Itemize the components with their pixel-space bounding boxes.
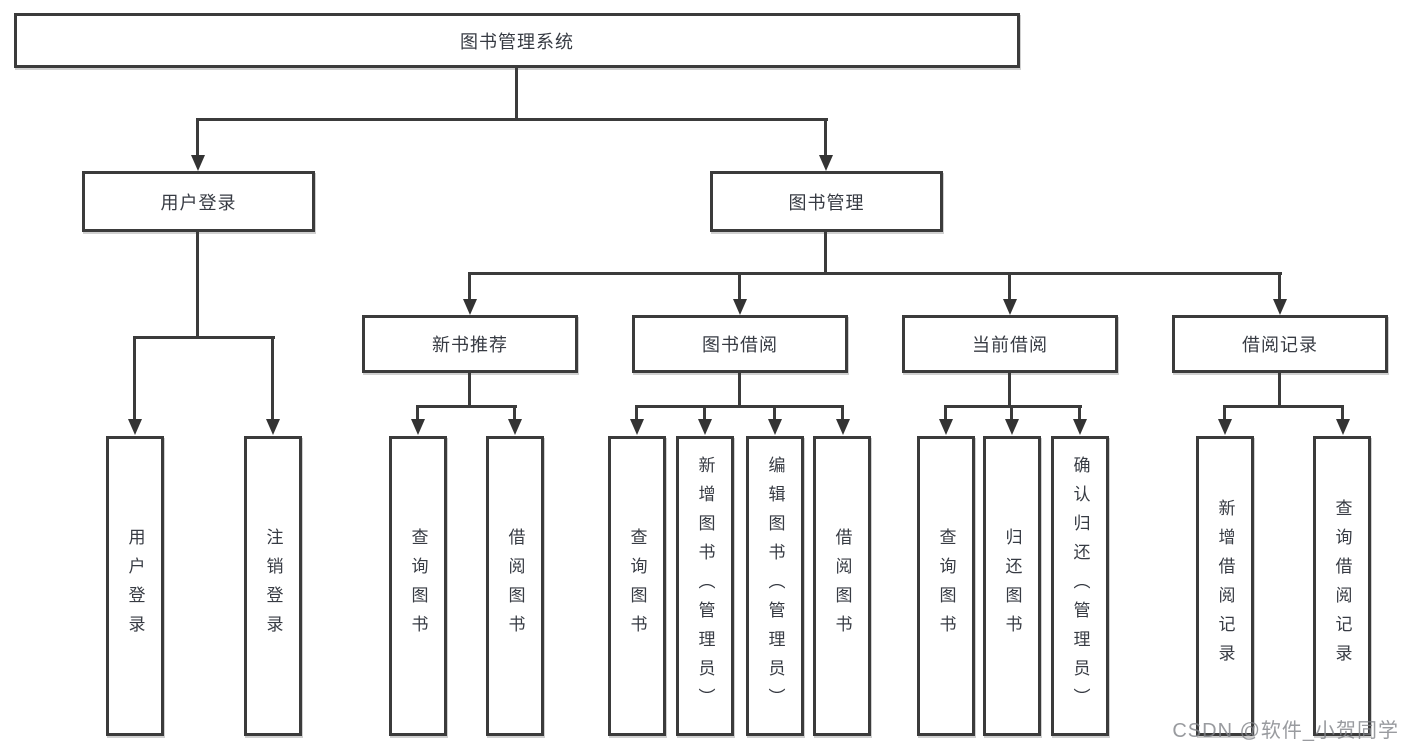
leaf-user-login: 用户登录	[106, 436, 164, 736]
leaf-query-books-current: 查询图书	[917, 436, 975, 736]
leaf-label: 新增图书（管理员）	[695, 455, 715, 717]
leaf-label: 查询图书	[936, 528, 956, 644]
connector-section-stem	[1278, 272, 1281, 301]
connector-root-stem	[515, 68, 518, 120]
connector-rail	[1223, 405, 1344, 408]
node-label: 图书管理系统	[460, 31, 574, 52]
leaf-label: 借阅图书	[505, 528, 525, 644]
leaf-borrow-books: 借阅图书	[813, 436, 871, 736]
connector-section-stem	[738, 272, 741, 301]
node-borrowing-records: 借阅记录	[1172, 315, 1388, 373]
connector-user-login-rail	[133, 336, 275, 339]
connector-book-mgmt-rail	[468, 272, 1282, 275]
node-label: 借阅记录	[1242, 335, 1318, 355]
connector-leaf-stem	[1078, 405, 1081, 421]
connector-leaf-stem	[944, 405, 947, 421]
connector-root-rail	[196, 118, 828, 121]
leaf-label: 新增借阅记录	[1215, 499, 1235, 673]
connector-leaf-stem	[513, 405, 516, 421]
connector-leaf-stem	[1223, 405, 1226, 421]
connector-user-login-down	[196, 232, 199, 339]
leaf-query-borrow-record: 查询借阅记录	[1313, 436, 1371, 736]
leaf-label: 注销登录	[263, 528, 283, 644]
connector-leaf-stem	[841, 405, 844, 421]
connector-rail	[416, 405, 517, 408]
arrow-down-icon	[1073, 419, 1087, 435]
leaf-borrow-books-recommend: 借阅图书	[486, 436, 544, 736]
csdn-watermark: CSDN @软件_小贺同学	[1172, 720, 1399, 742]
connector-down	[738, 373, 741, 408]
leaf-query-books-recommend: 查询图书	[389, 436, 447, 736]
arrow-down-icon	[411, 419, 425, 435]
connector-leaf-stem	[703, 405, 706, 421]
connector-down	[1008, 373, 1011, 408]
connector-rail	[944, 405, 1082, 408]
connector-down	[468, 373, 471, 408]
node-label: 当前借阅	[972, 335, 1048, 355]
leaf-label: 用户登录	[125, 528, 145, 644]
arrow-down-icon	[463, 299, 477, 315]
arrow-down-icon	[266, 419, 280, 435]
connector-leaf-stem	[1341, 405, 1344, 421]
leaf-add-books-admin: 新增图书（管理员）	[676, 436, 734, 736]
leaf-logout: 注销登录	[244, 436, 302, 736]
connector-user-login-stem	[196, 118, 199, 157]
node-library-management-system: 图书管理系统	[14, 13, 1020, 68]
arrow-down-icon	[836, 419, 850, 435]
arrow-down-icon	[128, 419, 142, 435]
connector-leaf-stem	[635, 405, 638, 421]
arrow-down-icon	[191, 155, 205, 171]
arrow-down-icon	[1005, 419, 1019, 435]
leaf-label: 归还图书	[1002, 528, 1022, 644]
leaf-label: 查询借阅记录	[1332, 499, 1352, 673]
leaf-label: 查询图书	[408, 528, 428, 644]
connector-rail	[635, 405, 844, 408]
leaf-query-books-borrowing: 查询图书	[608, 436, 666, 736]
connector-leaf-stem	[271, 336, 274, 421]
connector-leaf-stem	[133, 336, 136, 421]
node-new-book-recommend: 新书推荐	[362, 315, 578, 373]
connector-down	[1278, 373, 1281, 408]
arrow-down-icon	[939, 419, 953, 435]
node-label: 新书推荐	[432, 335, 508, 355]
connector-leaf-stem	[1010, 405, 1013, 421]
arrow-down-icon	[1003, 299, 1017, 315]
leaf-label: 查询图书	[627, 528, 647, 644]
arrow-down-icon	[1336, 419, 1350, 435]
arrow-down-icon	[768, 419, 782, 435]
arrow-down-icon	[698, 419, 712, 435]
arrow-down-icon	[630, 419, 644, 435]
connector-leaf-stem	[773, 405, 776, 421]
node-book-borrowing: 图书借阅	[632, 315, 848, 373]
leaf-label: 确认归还（管理员）	[1070, 455, 1090, 717]
leaf-label: 借阅图书	[832, 528, 852, 644]
node-label: 图书借阅	[702, 335, 778, 355]
leaf-return-books: 归还图书	[983, 436, 1041, 736]
arrow-down-icon	[508, 419, 522, 435]
node-book-management: 图书管理	[710, 171, 943, 232]
node-current-borrowing: 当前借阅	[902, 315, 1118, 373]
connector-section-stem	[468, 272, 471, 301]
arrow-down-icon	[1273, 299, 1287, 315]
leaf-confirm-return-admin: 确认归还（管理员）	[1051, 436, 1109, 736]
connector-leaf-stem	[416, 405, 419, 421]
arrow-down-icon	[819, 155, 833, 171]
leaf-edit-books-admin: 编辑图书（管理员）	[746, 436, 804, 736]
connector-book-mgmt-down	[824, 232, 827, 275]
connector-section-stem	[1008, 272, 1011, 301]
arrow-down-icon	[1218, 419, 1232, 435]
node-label: 图书管理	[788, 192, 865, 213]
leaf-add-borrow-record: 新增借阅记录	[1196, 436, 1254, 736]
node-user-login: 用户登录	[82, 171, 315, 232]
node-label: 用户登录	[160, 192, 237, 213]
connector-book-mgmt-stem	[824, 118, 827, 157]
arrow-down-icon	[733, 299, 747, 315]
leaf-label: 编辑图书（管理员）	[765, 455, 785, 717]
